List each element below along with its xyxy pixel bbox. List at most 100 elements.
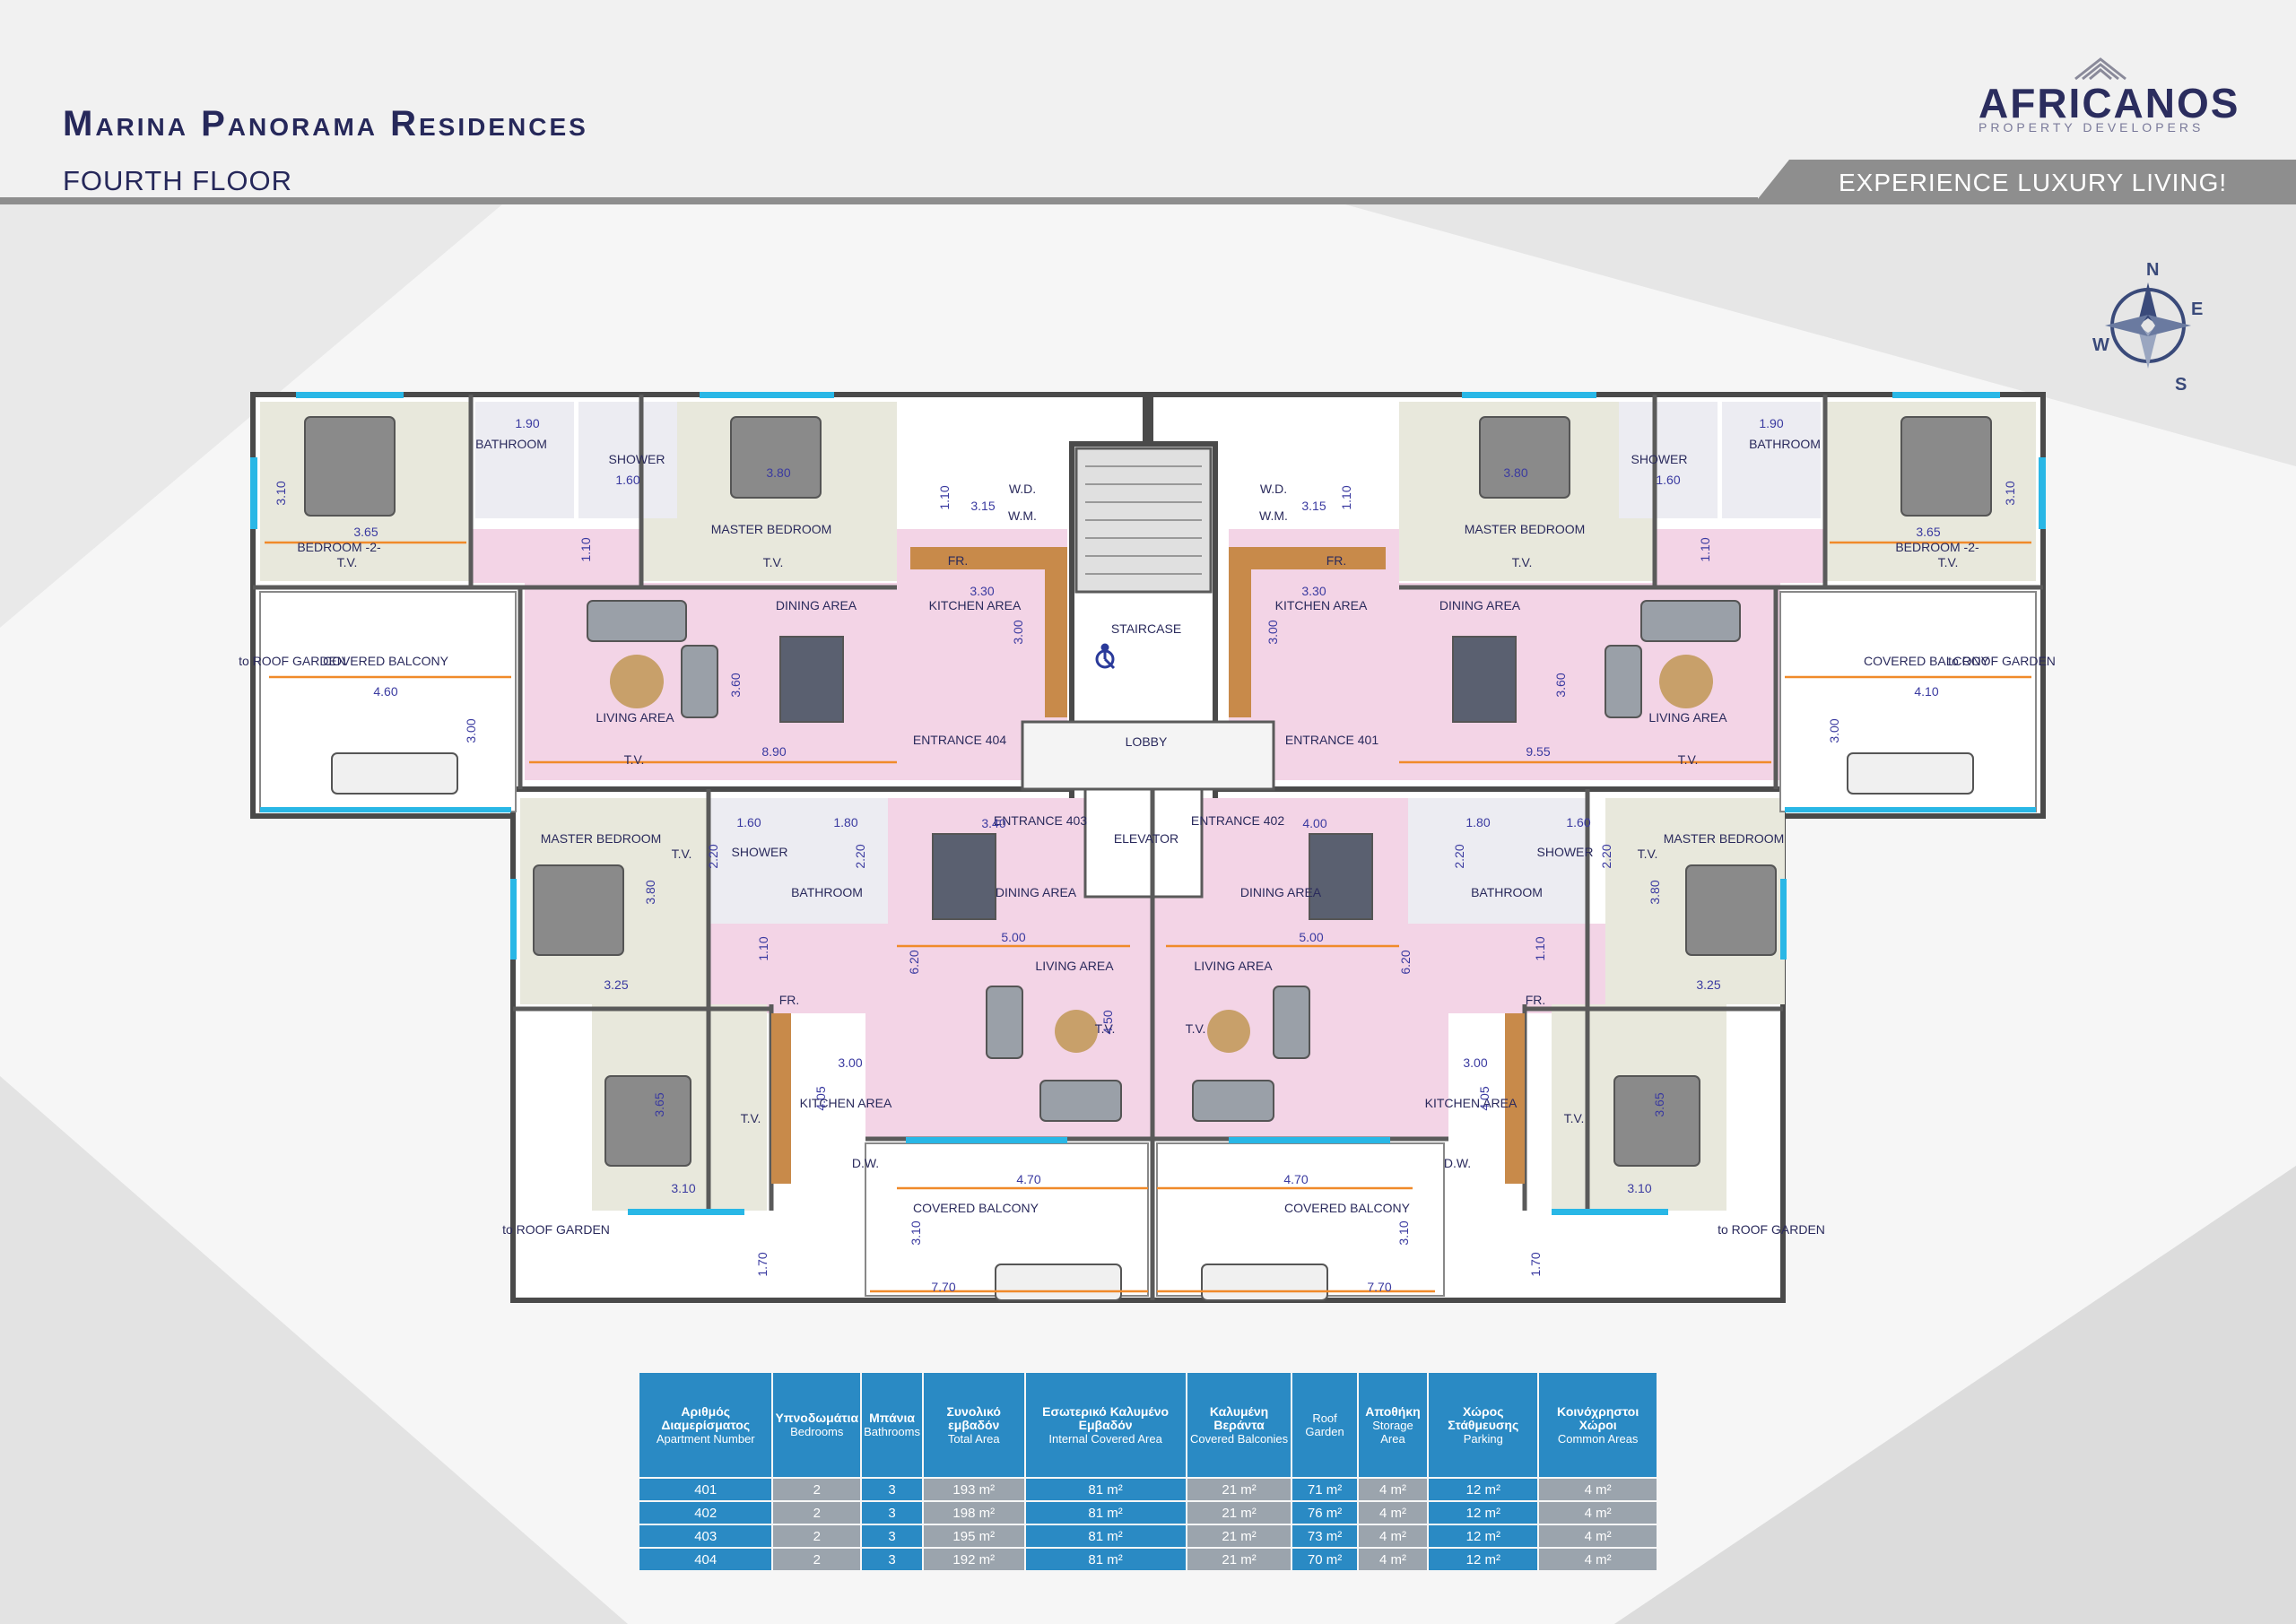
label-fr-tr: FR. — [1326, 553, 1347, 568]
dim-380-c: 3.80 — [643, 880, 657, 904]
label-wm-left: W.M. — [1008, 508, 1037, 523]
dim-330-a: 3.30 — [970, 584, 994, 598]
label-fr-bl: FR. — [779, 993, 800, 1007]
label-kitchen-left: KITCHEN AREA — [929, 598, 1022, 612]
wheelchair-icon — [1095, 643, 1116, 670]
cell: 4 m² — [1539, 1525, 1657, 1547]
cell: 3 — [862, 1479, 922, 1500]
label-bathroom-bl: BATHROOM — [791, 885, 863, 899]
label-living-left: LIVING AREA — [596, 710, 674, 725]
dim-170-a: 1.70 — [755, 1252, 770, 1276]
compass-n: N — [2146, 260, 2159, 280]
dim-110-a: 1.10 — [578, 537, 593, 561]
label-tv-5: T.V. — [624, 752, 645, 767]
cell: 3 — [862, 1525, 922, 1547]
dim-300-b: 3.00 — [1463, 1055, 1487, 1070]
label-dining-bl: DINING AREA — [996, 885, 1077, 899]
label-dining-br: DINING AREA — [1240, 885, 1322, 899]
label-to-roof-bl: to ROOF GARDEN — [502, 1222, 610, 1237]
dim-310-e: 3.10 — [909, 1220, 923, 1245]
label-master-bedroom-tr: MASTER BEDROOM — [1465, 522, 1586, 536]
cell: 12 m² — [1429, 1525, 1538, 1547]
dim-310-f: 3.10 — [1396, 1220, 1411, 1245]
dim-110-d: 1.10 — [1533, 936, 1547, 960]
cell: 21 m² — [1187, 1479, 1292, 1500]
label-covered-balcony-right: COVERED BALCONY — [1864, 654, 1990, 668]
cell: 198 m² — [923, 1502, 1024, 1524]
cell: 81 m² — [1025, 1479, 1186, 1500]
cell: 195 m² — [923, 1525, 1024, 1547]
dim-300-e: 3.00 — [1011, 620, 1025, 644]
core — [1021, 447, 1275, 899]
cell: 21 m² — [1187, 1549, 1292, 1570]
dim-890: 8.90 — [761, 744, 786, 759]
label-kitchen-bl: KITCHEN AREA — [800, 1096, 892, 1110]
label-dining-left: DINING AREA — [776, 598, 857, 612]
cell: 4 m² — [1358, 1549, 1428, 1570]
dim-110-b: 1.10 — [1698, 537, 1712, 561]
dim-460: 4.60 — [373, 684, 397, 699]
label-staircase: STAIRCASE — [1111, 621, 1181, 636]
page-title: Marina Panorama Residences — [63, 104, 588, 143]
slogan-band — [1753, 160, 2296, 204]
label-bathroom-left: BATHROOM — [475, 437, 547, 451]
label-master-bedroom-tl: MASTER BEDROOM — [711, 522, 832, 536]
dim-365-a: 3.65 — [353, 525, 378, 539]
label-entrance-402: ENTRANCE 402 — [1191, 813, 1284, 828]
dim-220-d: 2.20 — [1599, 844, 1613, 868]
label-master-bedroom-bl: MASTER BEDROOM — [541, 831, 662, 846]
dim-300-c: 3.00 — [464, 718, 478, 743]
cell: 3 — [862, 1502, 922, 1524]
cell: 2 — [773, 1502, 861, 1524]
cell: 4 m² — [1539, 1479, 1657, 1500]
table-row: 401 2 3 193 m² 81 m² 21 m² 71 m² 4 m² 12… — [639, 1479, 1657, 1500]
col-roof-garden: Roof Garden — [1292, 1373, 1357, 1477]
dim-180-a: 1.80 — [833, 815, 857, 829]
dim-955: 9.55 — [1526, 744, 1550, 759]
dim-300-a: 3.00 — [838, 1055, 862, 1070]
kitchen-counters — [771, 547, 1525, 1184]
slogan-text: EXPERIENCE LUXURY LIVING! — [1839, 169, 2228, 196]
label-wd-right: W.D. — [1260, 482, 1287, 496]
label-kitchen-br: KITCHEN AREA — [1425, 1096, 1518, 1110]
bed-icons — [304, 416, 1992, 1167]
dim-405-a: 4.05 — [813, 1086, 828, 1110]
label-tv-8: T.V. — [1638, 847, 1658, 861]
dim-620-b: 6.20 — [1398, 950, 1413, 974]
label-covered-balcony-left: COVERED BALCONY — [323, 654, 449, 668]
dim-770-b: 7.70 — [1367, 1280, 1391, 1294]
label-tv-1: T.V. — [337, 555, 358, 569]
dim-220-b: 2.20 — [853, 844, 867, 868]
label-shower-bl: SHOWER — [732, 845, 788, 859]
label-to-roof-left: to ROOF GARDEN — [239, 654, 346, 668]
label-shower-left: SHOWER — [609, 452, 665, 466]
label-tv-7: T.V. — [672, 847, 692, 861]
dim-380-d: 3.80 — [1648, 880, 1662, 904]
cell: 192 m² — [923, 1549, 1024, 1570]
dim-300-f: 3.00 — [1265, 620, 1280, 644]
label-entrance-401: ENTRANCE 401 — [1285, 733, 1378, 747]
label-dw-bl: D.W. — [852, 1156, 879, 1170]
cell: 404 — [639, 1549, 772, 1570]
cell: 402 — [639, 1502, 772, 1524]
label-bedroom2-right: BEDROOM -2- — [1895, 540, 1979, 554]
dim-365-d: 3.65 — [1652, 1092, 1666, 1116]
cell: 21 m² — [1187, 1502, 1292, 1524]
label-covered-balcony-bl: COVERED BALCONY — [913, 1201, 1039, 1215]
table-row: 404 2 3 192 m² 81 m² 21 m² 70 m² 4 m² 12… — [639, 1549, 1657, 1570]
label-tv-2: T.V. — [763, 555, 784, 569]
label-fr-br: FR. — [1526, 993, 1546, 1007]
bathroom-floors — [475, 402, 1821, 924]
cell: 2 — [773, 1525, 861, 1547]
label-fr-tl: FR. — [948, 553, 969, 568]
label-elevator: ELEVATOR — [1114, 831, 1178, 846]
dim-310-b: 3.10 — [1627, 1181, 1651, 1195]
dimension-lines — [265, 541, 2031, 1293]
label-dining-right: DINING AREA — [1439, 598, 1521, 612]
label-kitchen-right: KITCHEN AREA — [1275, 598, 1368, 612]
dim-160-a: 1.60 — [615, 473, 639, 487]
